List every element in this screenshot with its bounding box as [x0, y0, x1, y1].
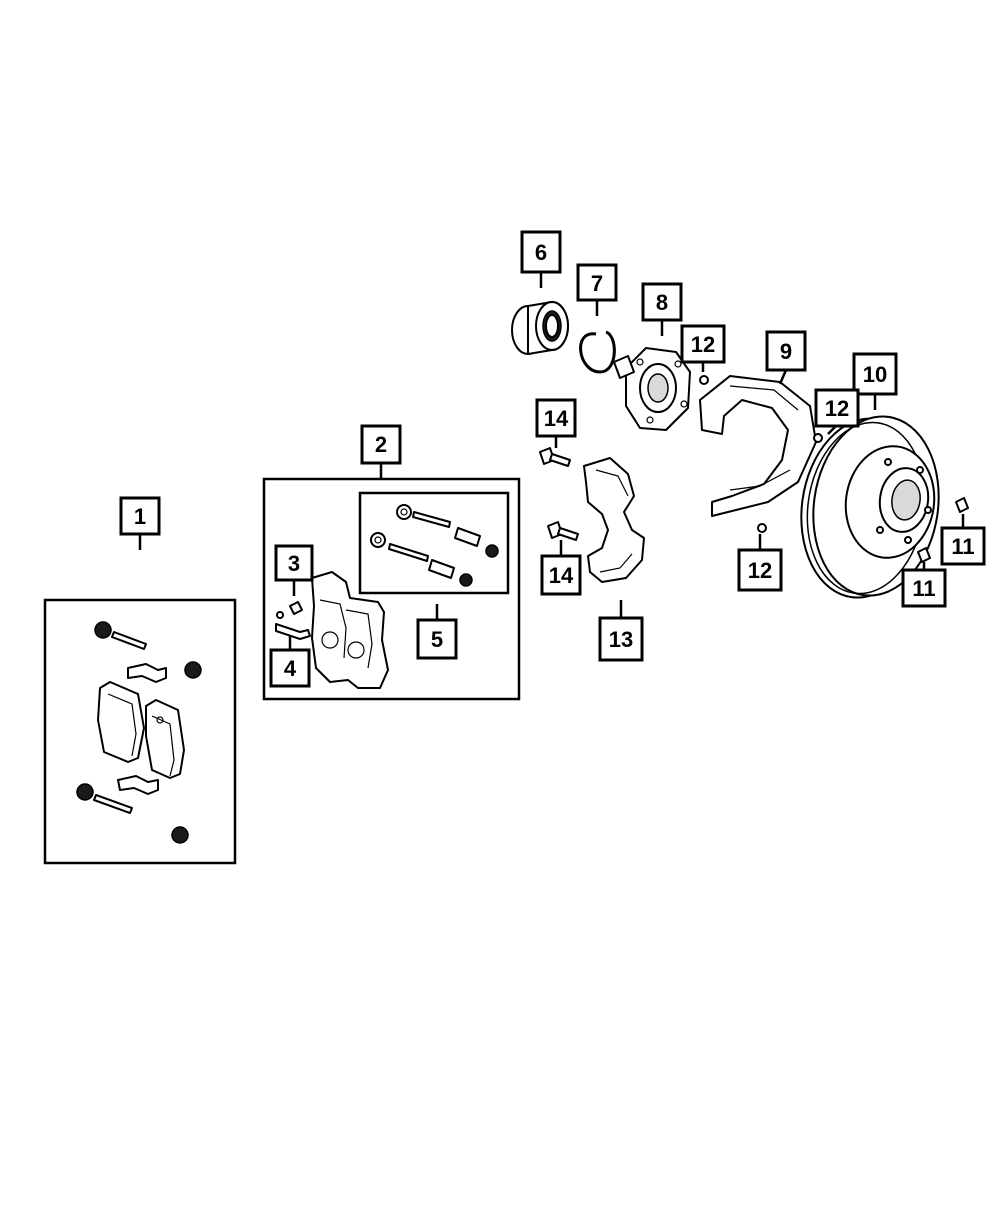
- callout-4: 4: [269, 648, 311, 688]
- callout-label: 3: [288, 551, 300, 576]
- pad-kit-frame: [43, 598, 237, 865]
- caliper-frame: [262, 477, 521, 701]
- pad-bushing: [184, 661, 202, 679]
- brake-pad-kit: [43, 598, 237, 865]
- callout-14b: 14: [540, 554, 582, 596]
- caliper-assembly: [262, 477, 521, 701]
- wheel-stud: [955, 497, 969, 513]
- callout-11b: 11: [901, 568, 947, 608]
- callout-label: 13: [609, 627, 633, 652]
- callout-6: 6: [520, 230, 562, 274]
- callout-label: 11: [912, 576, 935, 601]
- callout-7: 7: [576, 263, 618, 302]
- brake-pad-inner: [97, 681, 145, 763]
- callout-label: 5: [431, 627, 443, 652]
- callout-label: 4: [284, 656, 297, 681]
- wheel-stud: [917, 547, 931, 563]
- caliper-bracket: [583, 457, 645, 583]
- pad-bushing: [171, 826, 189, 844]
- bracket-bolt: [539, 447, 571, 467]
- callout-11a: 11: [940, 526, 986, 566]
- bleeder-screw: [289, 601, 303, 615]
- dust-shield: [699, 375, 817, 517]
- brake-rotor: [800, 415, 940, 599]
- callout-label: 12: [748, 558, 772, 583]
- callout-9: 9: [765, 330, 807, 372]
- pad-clip: [127, 663, 167, 683]
- callout-1: 1: [119, 496, 161, 536]
- callout-label: 2: [375, 432, 387, 457]
- callout-3: 3: [274, 544, 314, 582]
- fastener: [699, 375, 709, 385]
- callout-8: 8: [641, 282, 683, 322]
- callout-2: 2: [360, 424, 402, 465]
- pad-bushing: [94, 621, 112, 639]
- callout-12b: 12: [814, 388, 860, 428]
- pad-pin: [111, 631, 147, 650]
- callout-label: 14: [544, 406, 569, 431]
- wheel-bearing: [511, 301, 569, 355]
- callout-label: 14: [549, 563, 574, 588]
- pad-clip: [117, 775, 159, 795]
- callout-12a: 12: [680, 324, 726, 364]
- callout-12c: 12: [737, 548, 783, 592]
- brake-caliper: [311, 571, 389, 689]
- callout-5: 5: [416, 618, 458, 660]
- callout-label: 11: [951, 534, 974, 559]
- callout-label: 6: [535, 240, 547, 265]
- bracket-bolt: [547, 521, 579, 541]
- callout-14a: 14: [535, 398, 577, 438]
- caliper-hardware-kit: [370, 504, 499, 587]
- callout-label: 1: [134, 504, 146, 529]
- caliper-clip: [275, 623, 311, 640]
- brake-pad-outer: [145, 699, 185, 779]
- wheel-hub: [613, 347, 691, 431]
- callout-10: 10: [852, 352, 898, 396]
- callout-13: 13: [598, 616, 644, 662]
- callout-label: 12: [825, 396, 849, 421]
- callout-label: 8: [656, 290, 668, 315]
- callout-label: 9: [780, 339, 792, 364]
- callout-label: 10: [863, 362, 887, 387]
- caliper-hardware-frame: [358, 491, 510, 595]
- callout-label: 7: [591, 271, 603, 296]
- callout-label: 12: [691, 332, 715, 357]
- fastener: [757, 523, 767, 533]
- pad-pin: [93, 794, 133, 814]
- snap-ring: [579, 330, 616, 374]
- fastener: [813, 433, 823, 443]
- pad-bushing: [76, 783, 94, 801]
